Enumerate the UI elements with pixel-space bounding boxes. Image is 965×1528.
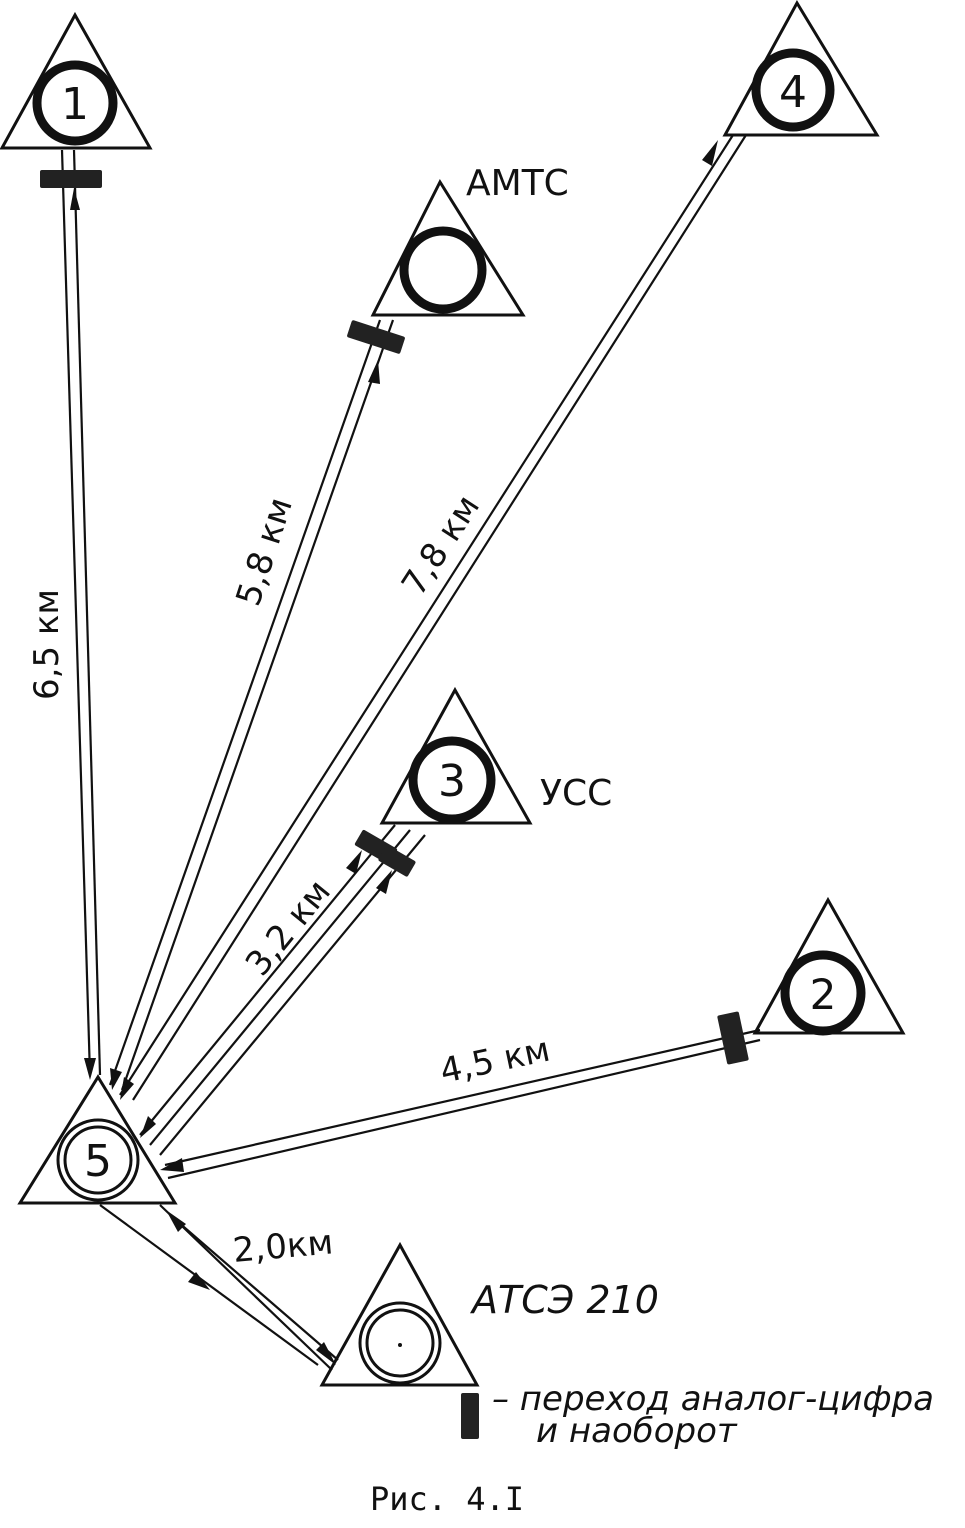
legend: – переход аналог-цифра и наоборот — [461, 1379, 934, 1451]
node-atse210-center-dot — [398, 1343, 402, 1347]
node-3-ring — [408, 736, 496, 824]
node-amts-ring — [399, 226, 487, 314]
link-5-4 — [119, 134, 747, 1101]
distance-label-link-atse: 2,0км — [231, 1222, 334, 1271]
node-4-ring — [751, 48, 835, 132]
converter-link-2 — [717, 1011, 749, 1065]
legend-text-line1: – переход аналог-цифра — [492, 1379, 934, 1419]
legend-text-line2: и наоборот — [536, 1411, 738, 1451]
node-1: 1 — [0, 11, 153, 150]
link-5-2 — [160, 1028, 761, 1180]
figure-caption: Рис. 4.I — [370, 1480, 524, 1518]
node-2-number: 2 — [810, 970, 837, 1019]
node-5-ring-outer — [56, 1118, 140, 1202]
converter-link-1 — [40, 170, 102, 188]
node-2-ring — [780, 950, 866, 1036]
node-amts-label: АМТС — [466, 163, 569, 204]
node-atse210-ring-inner — [365, 1308, 435, 1378]
legend-converter-swatch — [461, 1393, 479, 1439]
node-1-number: 1 — [61, 79, 89, 130]
converter-link-3-b — [378, 845, 416, 877]
node-4: 4 — [722, 0, 880, 137]
node-5-triangle — [17, 1074, 178, 1205]
distance-label-link-4: 7,8 км — [394, 488, 488, 603]
node-3-number: 3 — [438, 756, 466, 807]
link-5-atse — [99, 1204, 339, 1371]
distance-label-link-amts: 5,8 км — [229, 493, 301, 611]
node-5-number: 5 — [84, 1136, 112, 1187]
node-2: 2 — [752, 896, 906, 1036]
link-5-amts — [108, 319, 395, 1091]
node-amts: АМТС — [370, 163, 569, 317]
node-3: 3 УСС — [379, 686, 612, 825]
node-atse210-ring-outer — [358, 1301, 442, 1385]
distance-label-link-1: 6,5 км — [27, 589, 67, 700]
link-5-1 — [60, 149, 102, 1080]
node-1-ring — [32, 60, 118, 146]
node-atse210-label: АТСЭ 210 — [469, 1278, 659, 1322]
converter-link-amts — [347, 320, 405, 354]
node-3-label: УСС — [540, 773, 612, 814]
distance-label-link-3: 3,2 км — [238, 872, 339, 983]
node-5-ring-inner — [63, 1125, 133, 1195]
distance-label-link-2: 4,5 км — [437, 1030, 554, 1092]
node-4-number: 4 — [779, 67, 807, 118]
link-5-3 — [139, 824, 426, 1156]
node-atse210-triangle — [319, 1241, 480, 1387]
node-atse210: АТСЭ 210 — [319, 1241, 659, 1387]
node-5: 5 — [17, 1074, 178, 1205]
